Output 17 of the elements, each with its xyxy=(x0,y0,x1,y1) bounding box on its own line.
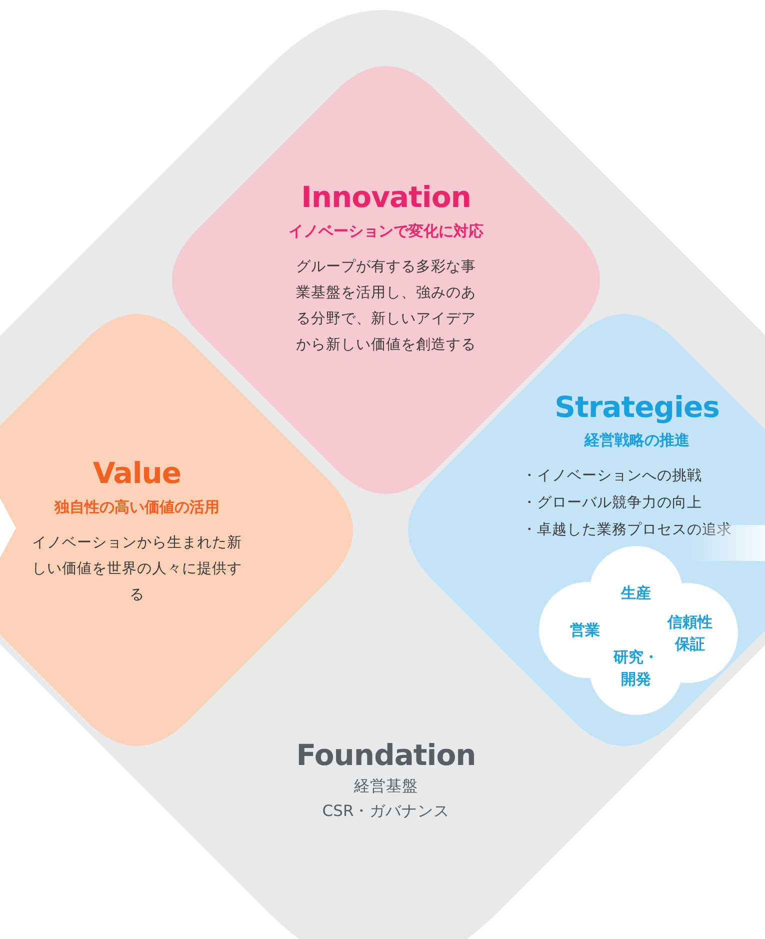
cloud-label: 生産 xyxy=(616,582,656,604)
heading: Innovation xyxy=(300,180,472,214)
heading: Foundation xyxy=(295,738,477,772)
body-text: イノベーションから生まれた新しい価値を世界の人々に提供する xyxy=(31,534,243,605)
bullet-item: ・卓越した業務プロセスの追求 xyxy=(522,520,732,540)
subheading: 独自性の高い価値の活用 xyxy=(53,497,220,517)
body-text: グループが有する多彩な事業基盤を活用し、強みのある分野で、新しいアイデアから新しい価値を創造する xyxy=(295,258,477,355)
bullet-item: ・グローバル競争力の向上 xyxy=(522,494,702,513)
subheading: CSR・ガバナンス xyxy=(321,801,451,822)
heading: Value xyxy=(92,456,182,490)
bullet-item: ・イノベーションへの挑戦 xyxy=(522,467,702,486)
cloud-label: 営業 xyxy=(565,619,605,641)
subheading: イノベーションで変化に対応 xyxy=(288,221,484,241)
subheading: 経営基盤 xyxy=(353,776,419,797)
subheading: 経営戦略の推進 xyxy=(583,430,690,450)
heading: Strategies xyxy=(554,390,720,424)
cloud-label: 信頼性保証 xyxy=(664,611,716,655)
